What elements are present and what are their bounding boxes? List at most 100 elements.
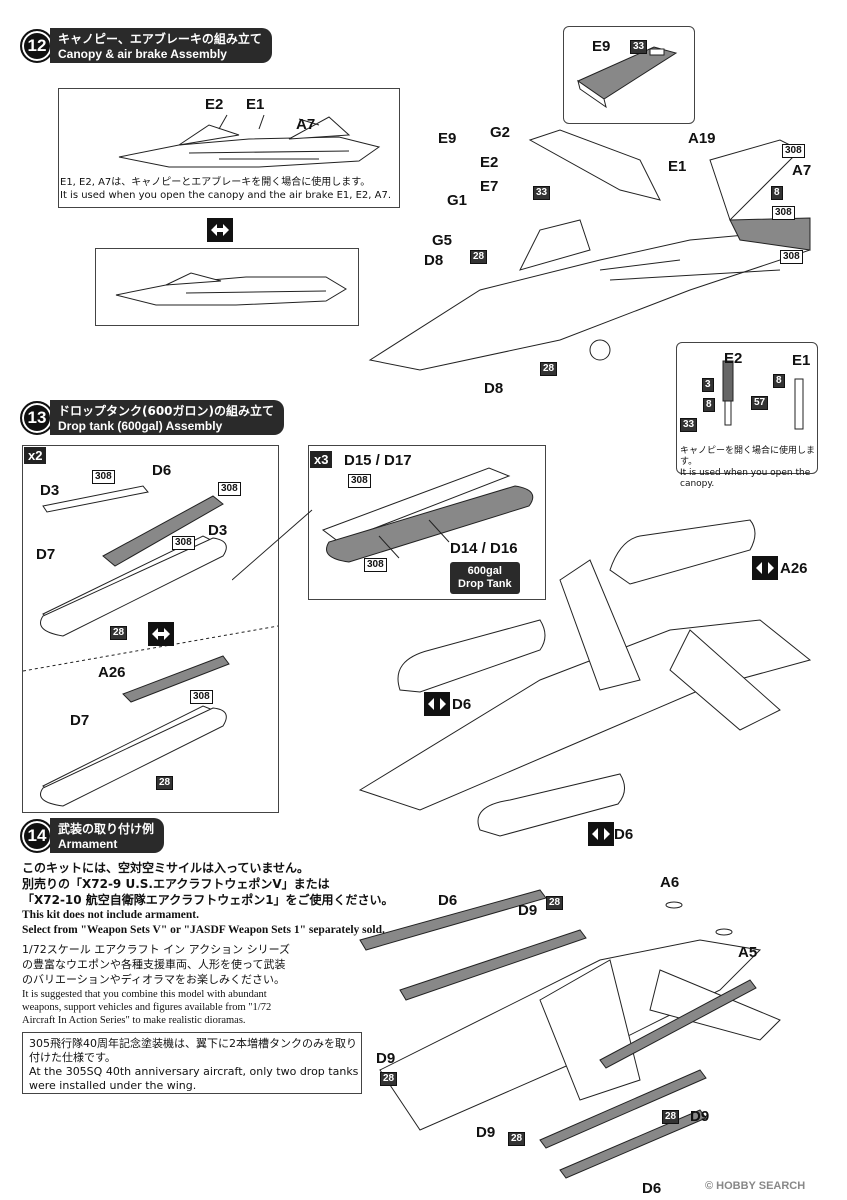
jet-canopy-open-drawing (118, 114, 381, 168)
arm-label-d6-b: D6 (642, 1180, 662, 1197)
label-d7-b: D7 (70, 712, 90, 729)
armament-notice-en: This kit does not include armament. Sele… (22, 908, 462, 938)
chip-28-b: 28 (156, 776, 174, 790)
step-number: 12 (20, 28, 54, 63)
label-d3-b: D3 (208, 522, 228, 539)
inset-note-jp: E1, E2, A7は、キャノピーとエアブレーキを開く場合に使用します。 (60, 177, 371, 188)
swap-arrows-icon (424, 692, 450, 716)
step-title-jp: 武装の取り付け例 (58, 822, 155, 836)
label-a26-right: A26 (780, 560, 808, 577)
series-en-line2: weapons, support vehicles and figures av… (22, 1002, 272, 1013)
arm-label-d9-c: D9 (690, 1108, 710, 1125)
drop-tank-tag: 600gal Drop Tank (450, 562, 520, 594)
detail-note-jp: キャノピーを開く場合に使用します。 (680, 446, 816, 467)
series-en-line3: Aircraft In Action Series" to make reali… (22, 1015, 246, 1026)
label-a19: A19 (688, 130, 716, 147)
label-d8-a: D8 (424, 252, 444, 269)
label-g2: G2 (490, 124, 511, 141)
label-d6-right-a: D6 (452, 696, 472, 713)
arm-label-a5: A5 (738, 944, 758, 961)
arm-label-d9-a: D9 (518, 902, 538, 919)
strut-drawing (722, 360, 804, 430)
step-title-jp: キャノピー、エアブレーキの組み立て (58, 32, 262, 46)
chip-308-c: 308 (172, 536, 195, 550)
series-jp-line2: の豊富なウエポンや各種支援車両、人形を使って武装 (22, 958, 286, 971)
inset-note-en: It is used when you open the canopy and … (60, 190, 392, 201)
drop-tank-tag-line2: Drop Tank (458, 578, 512, 590)
drop-tank-center-box (308, 445, 546, 600)
detail-chip-3: 3 (702, 378, 714, 392)
step-12-header: 12 キャノピー、エアブレーキの組み立て Canopy & air brake … (20, 28, 272, 63)
label-e7: E7 (480, 178, 499, 195)
step-title-en: Drop tank (600gal) Assembly (58, 419, 223, 433)
label-d15-d17: D15 / D17 (344, 452, 412, 469)
notice-jp-line1: このキットには、空対空ミサイルは入っていません。 (22, 861, 310, 875)
step12-main-drawing (368, 129, 811, 371)
closed-canopy-inset (95, 248, 359, 326)
watermark: © HOBBY SEARCH (705, 1180, 806, 1192)
inset-note: E1, E2, A7は、キャノピーとエアブレーキを開く場合に使用します。 It … (60, 176, 398, 202)
armament-drawing (359, 889, 781, 1179)
drop-tank-center-drawing (321, 467, 534, 563)
notice-jp-line3: 「X72-10 航空自衛隊エアクラフトウェポン1」をご使用ください。 (22, 893, 394, 907)
label-e9: E9 (438, 130, 457, 147)
box-jp-line1: 305飛行隊40周年記念塗装機は、翼下に2本増槽タンクのみを取り (29, 1037, 357, 1050)
detail-note-en: It is used when you open the canopy. (680, 468, 811, 489)
swap-arrows-icon (752, 556, 778, 580)
arm-label-d6-a: D6 (438, 892, 458, 909)
chip-308-b: 308 (218, 482, 241, 496)
inset-label-e2: E2 (205, 96, 224, 113)
color-chip-33-top: 33 (630, 40, 648, 54)
callout-lines (232, 509, 313, 581)
detail-chip-8-b: 8 (773, 374, 785, 388)
series-text-en: It is suggested that you combine this mo… (22, 988, 322, 1027)
series-en-line1: It is suggested that you combine this mo… (22, 989, 267, 1000)
step-number: 14 (20, 818, 54, 853)
color-chip-308-a: 308 (782, 144, 805, 158)
step-title-en: Armament (58, 837, 118, 851)
arm-chip-28-c: 28 (662, 1110, 680, 1124)
step-title: 武装の取り付け例 Armament (50, 818, 165, 853)
canopy-frame-drawing (576, 46, 678, 109)
label-e9-top: E9 (592, 38, 611, 55)
label-d6: D6 (152, 462, 172, 479)
detail-label-e2: E2 (724, 350, 743, 367)
chip-28: 28 (110, 626, 128, 640)
e9-detail-box (563, 26, 695, 124)
swap-arrows-icon (207, 218, 233, 242)
label-d8-b: D8 (484, 380, 504, 397)
label-d6-right-b: D6 (614, 826, 634, 843)
chip-308-d: 308 (190, 690, 213, 704)
box-en-line2: were installed under the wing. (29, 1079, 197, 1092)
step-title: ドロップタンク(600ガロン)の組み立て Drop tank (600gal) … (50, 400, 285, 435)
color-chip-308-b: 308 (772, 206, 795, 220)
series-jp-line3: のバリエーションやディオラマをお楽しみください。 (22, 973, 286, 986)
drop-tank-tag-line1: 600gal (467, 565, 502, 577)
notice-jp-line2: 別売りの「X72-9 U.S.エアクラフトウェポンV」または (22, 877, 330, 891)
label-g1: G1 (447, 192, 468, 209)
arm-chip-28-b: 28 (380, 1072, 398, 1086)
label-d3-a: D3 (40, 482, 60, 499)
label-a26: A26 (98, 664, 126, 681)
anniversary-note: 305飛行隊40周年記念塗装機は、翼下に2本増槽タンクのみを取り 付けた仕様です… (29, 1037, 359, 1093)
chip-308-a: 308 (92, 470, 115, 484)
label-d7: D7 (36, 546, 56, 563)
armament-notice-jp: このキットには、空対空ミサイルは入っていません。 別売りの「X72-9 U.S.… (22, 860, 442, 908)
box-jp-line2: 付けた仕様です。 (29, 1051, 116, 1064)
open-canopy-inset (58, 88, 400, 208)
swap-arrows-icon (588, 822, 614, 846)
step13-aircraft-drawing (358, 519, 812, 837)
step-14-header: 14 武装の取り付け例 Armament (20, 818, 165, 853)
notice-en-line2: Select from "Weapon Sets V" or "JASDF We… (22, 924, 385, 936)
arm-label-a6: A6 (660, 874, 680, 891)
color-chip-8: 8 (771, 186, 783, 200)
inset-label-a7: A7 (296, 116, 316, 133)
step-title-jp: ドロップタンク(600ガロン)の組み立て (58, 404, 275, 418)
drop-tank-left-box (22, 445, 279, 813)
step-13-header: 13 ドロップタンク(600ガロン)の組み立て Drop tank (600ga… (20, 400, 285, 435)
label-g5: G5 (432, 232, 453, 249)
detail-label-e1: E1 (792, 352, 811, 369)
arm-label-d9-d: D9 (476, 1124, 496, 1141)
label-e1: E1 (668, 158, 687, 175)
detail-note: キャノピーを開く場合に使用します。 It is used when you op… (680, 446, 816, 490)
